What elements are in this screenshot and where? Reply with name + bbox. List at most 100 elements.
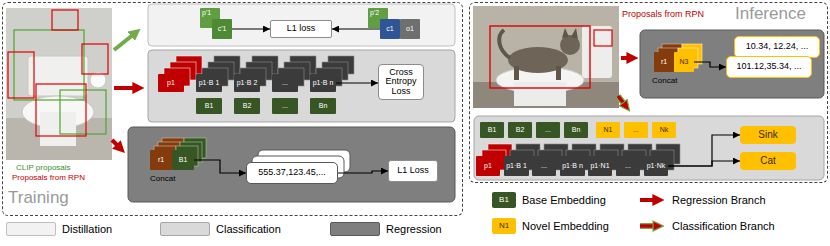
node-label: p1·B 2 bbox=[237, 79, 258, 86]
node-label: p'1 bbox=[202, 9, 211, 16]
branch-arrow bbox=[621, 56, 630, 60]
inference-panel: Inferencer1N310.34, 12.24, ...101.12,35.… bbox=[469, 2, 828, 183]
branch-arrow bbox=[618, 96, 625, 105]
node-label: p1 bbox=[484, 162, 492, 169]
node-label: N1 bbox=[604, 126, 613, 133]
node-label: ... bbox=[282, 79, 288, 86]
class-label-box: Cat bbox=[740, 152, 796, 170]
node-label: B1 bbox=[488, 126, 497, 133]
stacked-feature-tiles bbox=[154, 44, 702, 178]
clip-embedding-tile: c'1 bbox=[212, 19, 232, 39]
region-box bbox=[640, 30, 824, 98]
node-label: r1 bbox=[661, 58, 667, 65]
legend-label: Classification Branch bbox=[672, 219, 775, 233]
bathroom-photo bbox=[52, 10, 78, 30]
score-tile: p1·B 2 bbox=[234, 74, 260, 92]
branch-arrow bbox=[618, 96, 625, 105]
node-label: p1·N1 bbox=[590, 162, 609, 169]
region-box bbox=[128, 4, 824, 202]
connector-arrow bbox=[694, 62, 726, 67]
node-label: B1 bbox=[179, 156, 188, 163]
cat-photo bbox=[562, 28, 569, 38]
cat-photo bbox=[514, 66, 519, 80]
legend-label: Novel Embedding bbox=[522, 219, 609, 233]
bathroom-photo bbox=[82, 44, 108, 74]
score-tile: ... bbox=[532, 156, 556, 176]
cat-photo bbox=[499, 30, 510, 58]
node-label: ... bbox=[625, 162, 631, 169]
node-label: ... bbox=[633, 126, 639, 133]
connector-arrow bbox=[668, 161, 740, 166]
bathroom-photo bbox=[6, 8, 112, 160]
proposal-tile: p1 bbox=[158, 74, 184, 92]
node-label: p1·Nk bbox=[647, 162, 666, 169]
cat-photo bbox=[473, 6, 619, 108]
legend-swatch bbox=[330, 222, 380, 236]
legend-swatch bbox=[160, 222, 210, 236]
base-embedding-tile: Bn bbox=[310, 98, 336, 114]
score-tile: p1·B n bbox=[560, 156, 585, 176]
node-label: p1·B 1 bbox=[506, 162, 527, 169]
node-label: p1·B 1 bbox=[199, 79, 220, 86]
score-tile: p1·N1 bbox=[588, 156, 612, 176]
legend-arrow bbox=[640, 223, 656, 229]
operation-label: Concat bbox=[652, 76, 677, 85]
legend-label: Classification bbox=[216, 222, 281, 236]
legend-label: Distillation bbox=[62, 222, 112, 236]
bathroom-photo bbox=[60, 90, 106, 134]
score-tile: p1·Nk bbox=[644, 156, 668, 176]
region-box bbox=[474, 116, 824, 180]
legend-arrow bbox=[640, 198, 656, 202]
node-label: B1 bbox=[205, 102, 214, 109]
cat-photo bbox=[556, 66, 561, 80]
region-feature-tile: r1 bbox=[150, 150, 172, 170]
score-tile: p1·B 1 bbox=[196, 74, 222, 92]
caption-text: Proposals from RPN bbox=[622, 9, 704, 19]
cat-photo bbox=[594, 30, 612, 46]
cat-photo bbox=[582, 26, 612, 78]
connector-arrow bbox=[336, 82, 378, 83]
base-embedding-tile: ... bbox=[536, 122, 560, 138]
legend-label: Regression bbox=[386, 222, 442, 236]
caption-text: CLIP proposals bbox=[16, 163, 71, 172]
bathroom-photo bbox=[8, 52, 34, 98]
node-label: ... bbox=[545, 126, 551, 133]
cat-photo bbox=[473, 6, 619, 108]
node-label: p'2 bbox=[370, 9, 379, 16]
cat-photo bbox=[514, 82, 566, 106]
score-tile: ... bbox=[272, 74, 298, 92]
loss-box: L1 loss bbox=[270, 20, 332, 38]
base-embedding-tile: B1 bbox=[480, 122, 504, 138]
node-label: N3 bbox=[680, 58, 689, 65]
novel-embedding-tile: ... bbox=[624, 122, 648, 138]
swatch-text: B1 bbox=[492, 192, 516, 208]
node-label: Bn bbox=[319, 102, 328, 109]
caption-text: Proposals from RPN bbox=[12, 173, 85, 182]
node-label: p1 bbox=[167, 79, 175, 86]
node-label: 555.37,123.45,... bbox=[258, 168, 326, 177]
region-embedding-tile: c1 bbox=[380, 19, 400, 39]
node-label: ... bbox=[541, 162, 547, 169]
node-label: p1·B n bbox=[562, 162, 583, 169]
node-label: c1 bbox=[386, 25, 393, 32]
connector-arrow bbox=[338, 171, 388, 173]
node-label: ... bbox=[282, 102, 288, 109]
score-tile: ... bbox=[616, 156, 640, 176]
base-embedding-tile: B1 bbox=[196, 98, 222, 114]
node-label: L1 Loss bbox=[397, 166, 429, 175]
bathroom-photo bbox=[6, 8, 112, 160]
region-box bbox=[148, 4, 455, 46]
region-embedding-tile: o1 bbox=[400, 19, 420, 39]
node-label: L1 loss bbox=[287, 24, 316, 33]
training-panel: Trainingp'1c'1L1 lossp'2c1o1p1p1·B 1p1·B… bbox=[2, 2, 463, 216]
connector-arrow bbox=[332, 28, 380, 29]
bathroom-photo bbox=[36, 84, 86, 136]
cat-photo bbox=[571, 28, 578, 39]
region-feature-tile: r1 bbox=[654, 52, 674, 72]
legend-arrow bbox=[640, 224, 656, 228]
cat-photo bbox=[473, 82, 619, 108]
proposal-tile: p1 bbox=[476, 156, 500, 176]
node-label: r1 bbox=[158, 156, 164, 163]
cat-photo bbox=[490, 26, 590, 88]
node-label: Bn bbox=[572, 126, 581, 133]
